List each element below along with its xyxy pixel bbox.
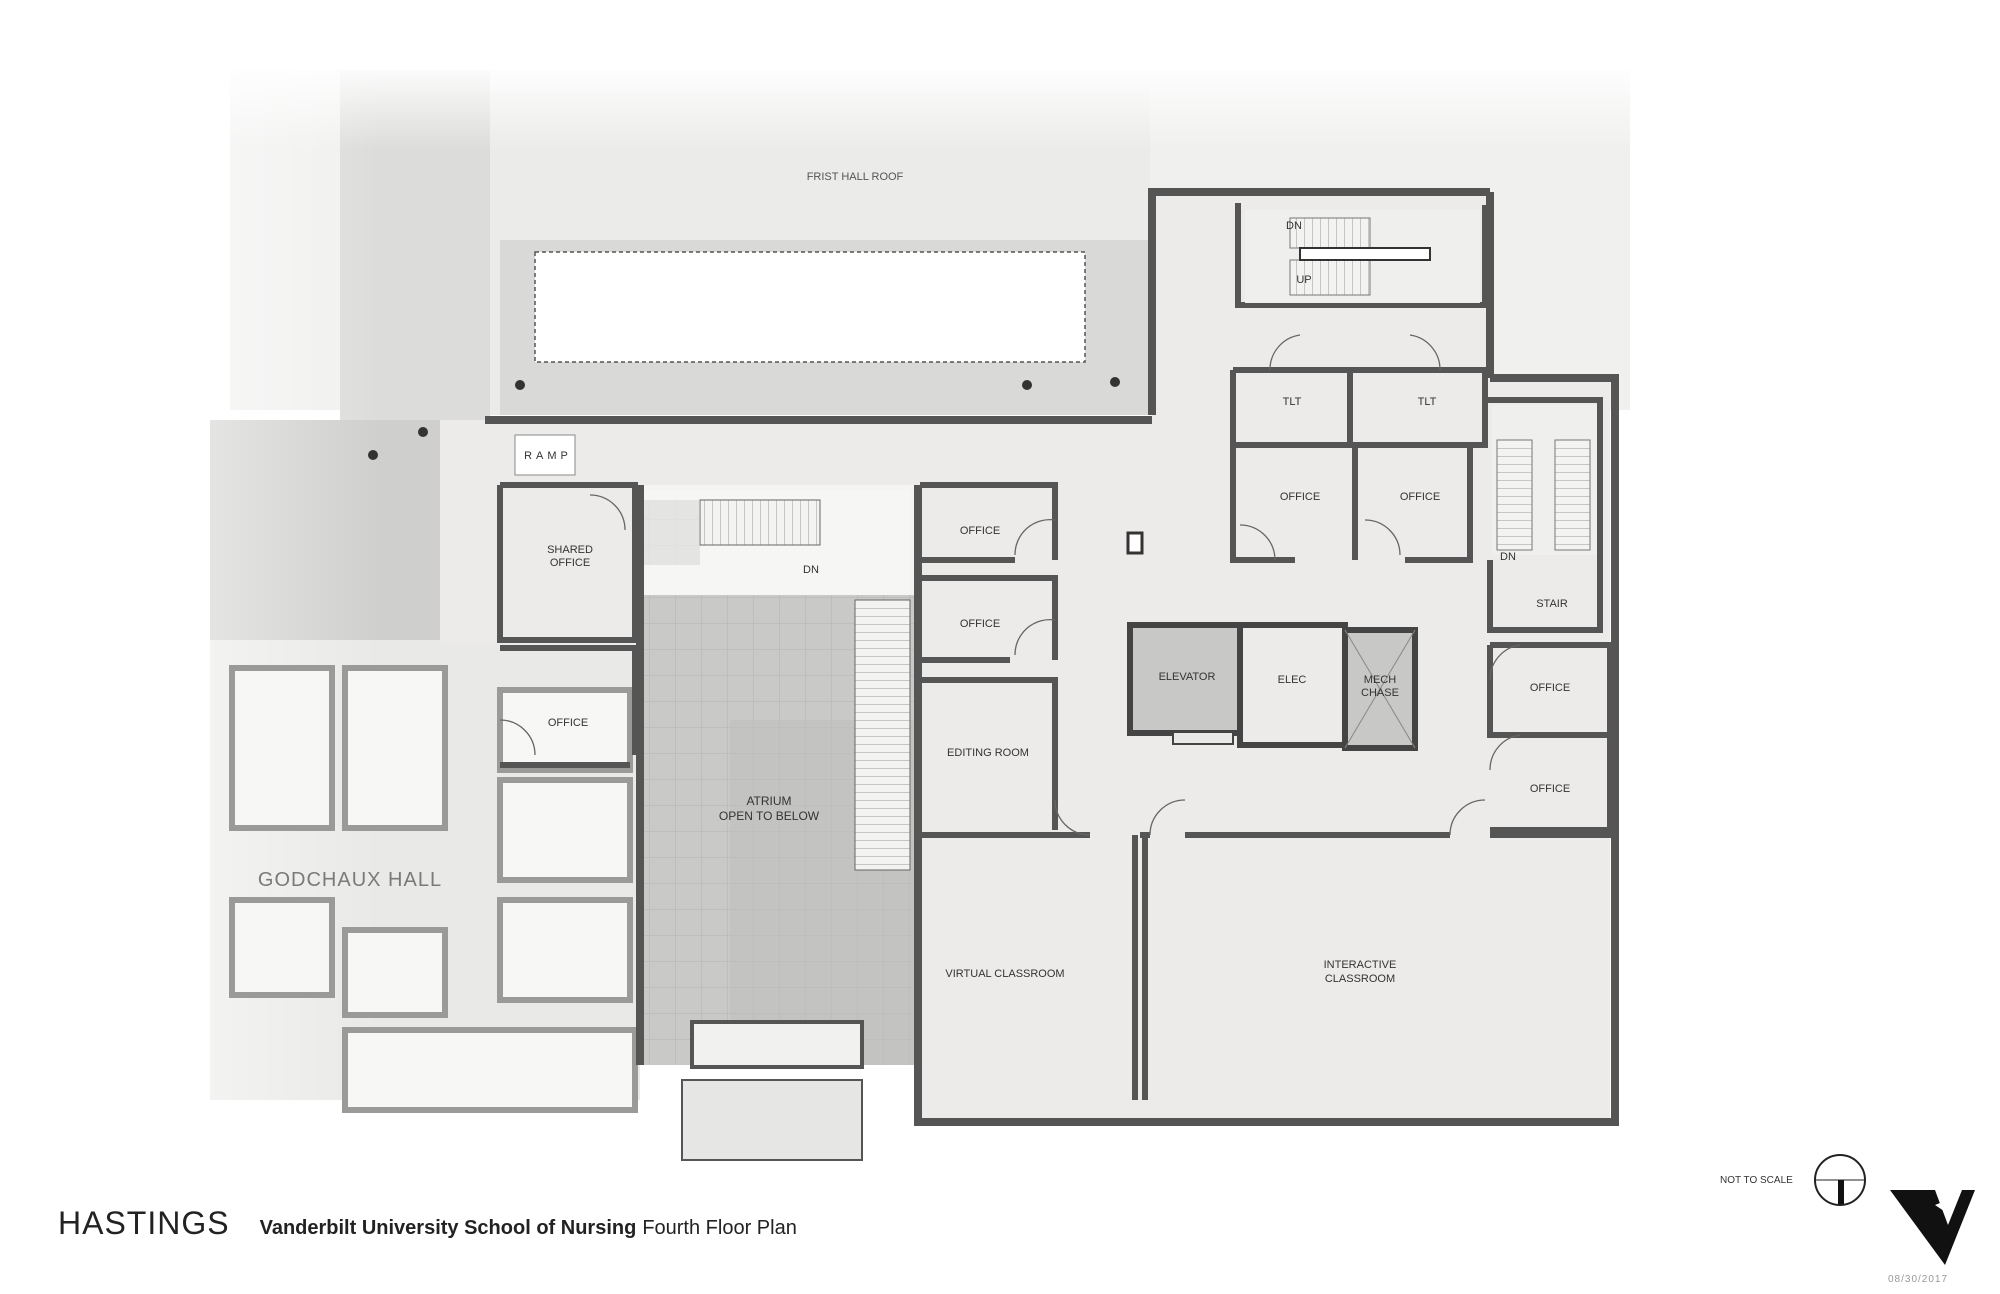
frist-hall-roof-label: FRIST HALL ROOF — [807, 171, 904, 183]
tlt-label: TLT — [1418, 396, 1437, 408]
atrium — [640, 490, 914, 1161]
mech-chase-label: MECH — [1364, 674, 1396, 686]
stair-dn-label: DN — [1500, 551, 1516, 563]
editing-room-label: EDITING ROOM — [947, 747, 1029, 759]
stair-up-label: UP — [1296, 274, 1311, 286]
exterior-walls — [485, 188, 1619, 1126]
firm-brand: HASTINGS — [58, 1205, 230, 1241]
ramp-box — [514, 434, 576, 476]
tlt-label: TLT — [1283, 396, 1302, 408]
office-label: OFFICE — [548, 717, 588, 729]
office-label: OFFICE — [960, 525, 1000, 537]
godchaux-hall-label: GODCHAUX HALL — [258, 869, 442, 891]
atrium-subtitle: OPEN TO BELOW — [719, 809, 820, 823]
roof-drains — [368, 377, 1120, 460]
sheet-title: Fourth Floor Plan — [642, 1217, 797, 1239]
office-label: OFFICE — [1530, 783, 1570, 795]
north-arrow-icon — [1814, 1154, 1866, 1206]
office-label: OFFICE — [1280, 491, 1320, 503]
stair-label: STAIR — [1536, 598, 1568, 610]
stair-dn-label: DN — [1286, 220, 1302, 232]
stairs-top — [1245, 210, 1480, 303]
interactive-classroom-label: INTERACTIVE — [1324, 959, 1397, 971]
title-block: HASTINGS Vanderbilt University School of… — [58, 1205, 797, 1241]
shared-office-label-2: OFFICE — [550, 557, 590, 569]
atrium-label: ATRIUM — [746, 794, 791, 808]
mech-chase-label-2: CHASE — [1361, 687, 1399, 699]
elec-label: ELEC — [1278, 674, 1307, 686]
godchaux-hall-rooms — [229, 665, 638, 1113]
office-label: OFFICE — [1530, 682, 1570, 694]
stairs-right — [1492, 405, 1597, 555]
interior-walls — [497, 203, 1615, 1100]
virtual-classroom-label: VIRTUAL CLASSROOM — [945, 968, 1064, 980]
not-to-scale-label: NOT TO SCALE — [1720, 1175, 1793, 1186]
ramp-label: RAMP — [524, 450, 572, 462]
office-label: OFFICE — [1400, 491, 1440, 503]
plan-date: 08/30/2017 — [1888, 1274, 1948, 1285]
office-label: OFFICE — [960, 618, 1000, 630]
core-block — [1126, 531, 1418, 751]
elevator-label: ELEVATOR — [1159, 671, 1216, 683]
door-swings — [499, 334, 1521, 836]
interactive-classroom-label-2: CLASSROOM — [1325, 973, 1395, 985]
project-title: Vanderbilt University School of Nursing — [259, 1217, 637, 1239]
vanderbilt-logo — [1890, 1190, 1975, 1265]
stair-dn-label: DN — [803, 564, 819, 576]
shared-office-label: SHARED — [547, 544, 593, 556]
site-context — [0, 60, 1630, 1160]
